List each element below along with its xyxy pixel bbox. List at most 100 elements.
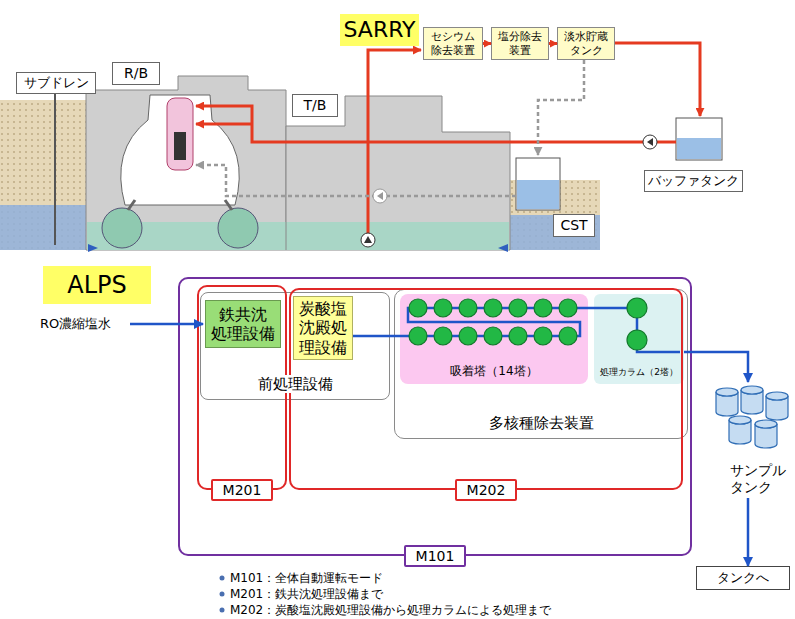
water-line bbox=[614, 43, 700, 116]
adsorber-circle bbox=[409, 299, 427, 317]
node-text: ALPS bbox=[67, 271, 127, 300]
pump-arrow bbox=[377, 192, 383, 200]
label-holder: M201：鉄共沈処理設備まで bbox=[230, 587, 383, 601]
system-label: SARRY bbox=[340, 14, 419, 46]
flow-connector bbox=[588, 307, 594, 310]
adsorber-circle bbox=[534, 327, 552, 345]
process-box: 炭酸塩 沈殿処 理設備 bbox=[293, 296, 353, 360]
containment-vessel bbox=[121, 95, 239, 205]
adsorber-circle bbox=[534, 299, 552, 317]
standby-line bbox=[538, 60, 584, 155]
mode-boundary: M202 bbox=[289, 288, 683, 490]
node-text: セシウム 除去装置 bbox=[426, 30, 480, 56]
node-text: バッファタンク bbox=[648, 173, 739, 189]
tank-label: バッファタンク bbox=[644, 170, 743, 192]
adsorber-circle bbox=[509, 327, 527, 345]
input-label: RO濃縮塩水 bbox=[40, 316, 111, 332]
cst-tank bbox=[516, 158, 560, 210]
flow-connector bbox=[684, 352, 748, 382]
inflow-arrow bbox=[130, 323, 203, 326]
subdrain-pipe bbox=[54, 94, 56, 245]
stagnant-water bbox=[87, 222, 509, 250]
bullet bbox=[220, 608, 225, 613]
label-holder: RO濃縮塩水 bbox=[40, 316, 111, 332]
sample-tank bbox=[741, 386, 763, 394]
pump-arrow bbox=[364, 236, 372, 243]
adsorber-circle bbox=[459, 327, 477, 345]
node-text: サブドレン bbox=[24, 75, 89, 91]
sample-tank bbox=[766, 392, 788, 400]
sample-tank bbox=[729, 416, 751, 424]
adsorber-circle bbox=[559, 327, 577, 345]
column-circle bbox=[627, 330, 647, 350]
suppression-chamber bbox=[218, 208, 258, 248]
node-text: 鉄共沈 処理設備 bbox=[208, 305, 278, 343]
node-text: 吸着塔（14塔） bbox=[447, 364, 540, 378]
pump bbox=[361, 233, 375, 247]
destination-box: タンクへ bbox=[696, 566, 790, 590]
injection-line bbox=[196, 106, 643, 142]
tank-label: CST bbox=[553, 214, 595, 237]
node-text: 塩分除去 装置 bbox=[494, 30, 546, 56]
process-box: 淡水貯蔵 タンク bbox=[557, 27, 615, 60]
sample-tank bbox=[716, 388, 738, 396]
adsorber-circle bbox=[484, 299, 502, 317]
note-text: M101：全体自動運転モード bbox=[230, 571, 383, 585]
node-text: SARRY bbox=[343, 17, 415, 43]
adsorber-circle bbox=[559, 299, 577, 317]
flow-connector bbox=[353, 335, 400, 338]
drain-label: サブドレン bbox=[16, 72, 96, 94]
injection-line bbox=[196, 123, 252, 126]
process-box: セシウム 除去装置 bbox=[423, 27, 483, 60]
node-text: 多核種除去装置 bbox=[486, 414, 597, 432]
adsorber-circle bbox=[509, 299, 527, 317]
building-label: R/B bbox=[112, 62, 160, 85]
tank-water bbox=[517, 180, 559, 209]
node-text: 淡水貯蔵 タンク bbox=[560, 30, 612, 56]
adsorber-circle bbox=[459, 299, 477, 317]
node-text: 処理カラム（2塔） bbox=[597, 367, 681, 378]
adsorber-circle bbox=[409, 327, 427, 345]
soil bbox=[510, 180, 600, 250]
node-text: 炭酸塩 沈殿処 理設備 bbox=[296, 299, 350, 357]
building-wall bbox=[286, 222, 287, 250]
flow-connector bbox=[747, 498, 750, 566]
process-box: 塩分除去 装置 bbox=[491, 27, 549, 60]
group-box: 前処理設備 鉄共沈 処理設備炭酸塩 沈殿処 理設備 bbox=[200, 292, 390, 400]
reactor-vessel bbox=[167, 98, 193, 170]
inflow-arrow bbox=[498, 244, 508, 252]
standby-line bbox=[196, 165, 516, 196]
groundwater bbox=[510, 215, 600, 250]
node-text: R/B bbox=[124, 65, 148, 82]
system-label: ALPS bbox=[43, 266, 151, 304]
pump bbox=[373, 189, 387, 203]
label-holder: M202：炭酸塩沈殿処理設備から処理カラムによる処理まで bbox=[230, 603, 551, 617]
flow-connector bbox=[549, 42, 557, 45]
suppression-chamber bbox=[102, 208, 142, 248]
column-circle bbox=[627, 298, 647, 318]
adsorber-circle bbox=[434, 327, 452, 345]
pump-arrow bbox=[647, 138, 653, 146]
mode-label: M101 bbox=[404, 545, 467, 568]
soil bbox=[0, 100, 86, 250]
fuel bbox=[174, 132, 186, 160]
note-text: M201：鉄共沈処理設備まで bbox=[230, 587, 383, 601]
adsorber-circle bbox=[434, 299, 452, 317]
bullet bbox=[220, 592, 225, 597]
vent-pipe bbox=[225, 200, 232, 210]
groundwater bbox=[0, 205, 86, 250]
process-box: 鉄共沈 処理設備 bbox=[205, 300, 281, 348]
adsorber-circle bbox=[484, 327, 502, 345]
mode-label: M201 bbox=[211, 479, 274, 502]
bullet bbox=[220, 576, 225, 581]
node-text: CST bbox=[560, 217, 587, 234]
node-text: 前処理設備 bbox=[255, 375, 336, 393]
pump bbox=[643, 135, 657, 149]
note-text: M202：炭酸塩沈殿処理設備から処理カラムによる処理まで bbox=[230, 603, 551, 617]
flow-connector bbox=[483, 42, 491, 45]
node-text: サンプル タンク bbox=[730, 462, 788, 496]
water-line bbox=[657, 141, 676, 144]
node-text: T/B bbox=[304, 97, 327, 114]
mode-boundary: M101前処理設備鉄共沈 処理設備炭酸塩 沈殿処 理設備多核種除去装置吸着塔（1… bbox=[178, 277, 692, 556]
